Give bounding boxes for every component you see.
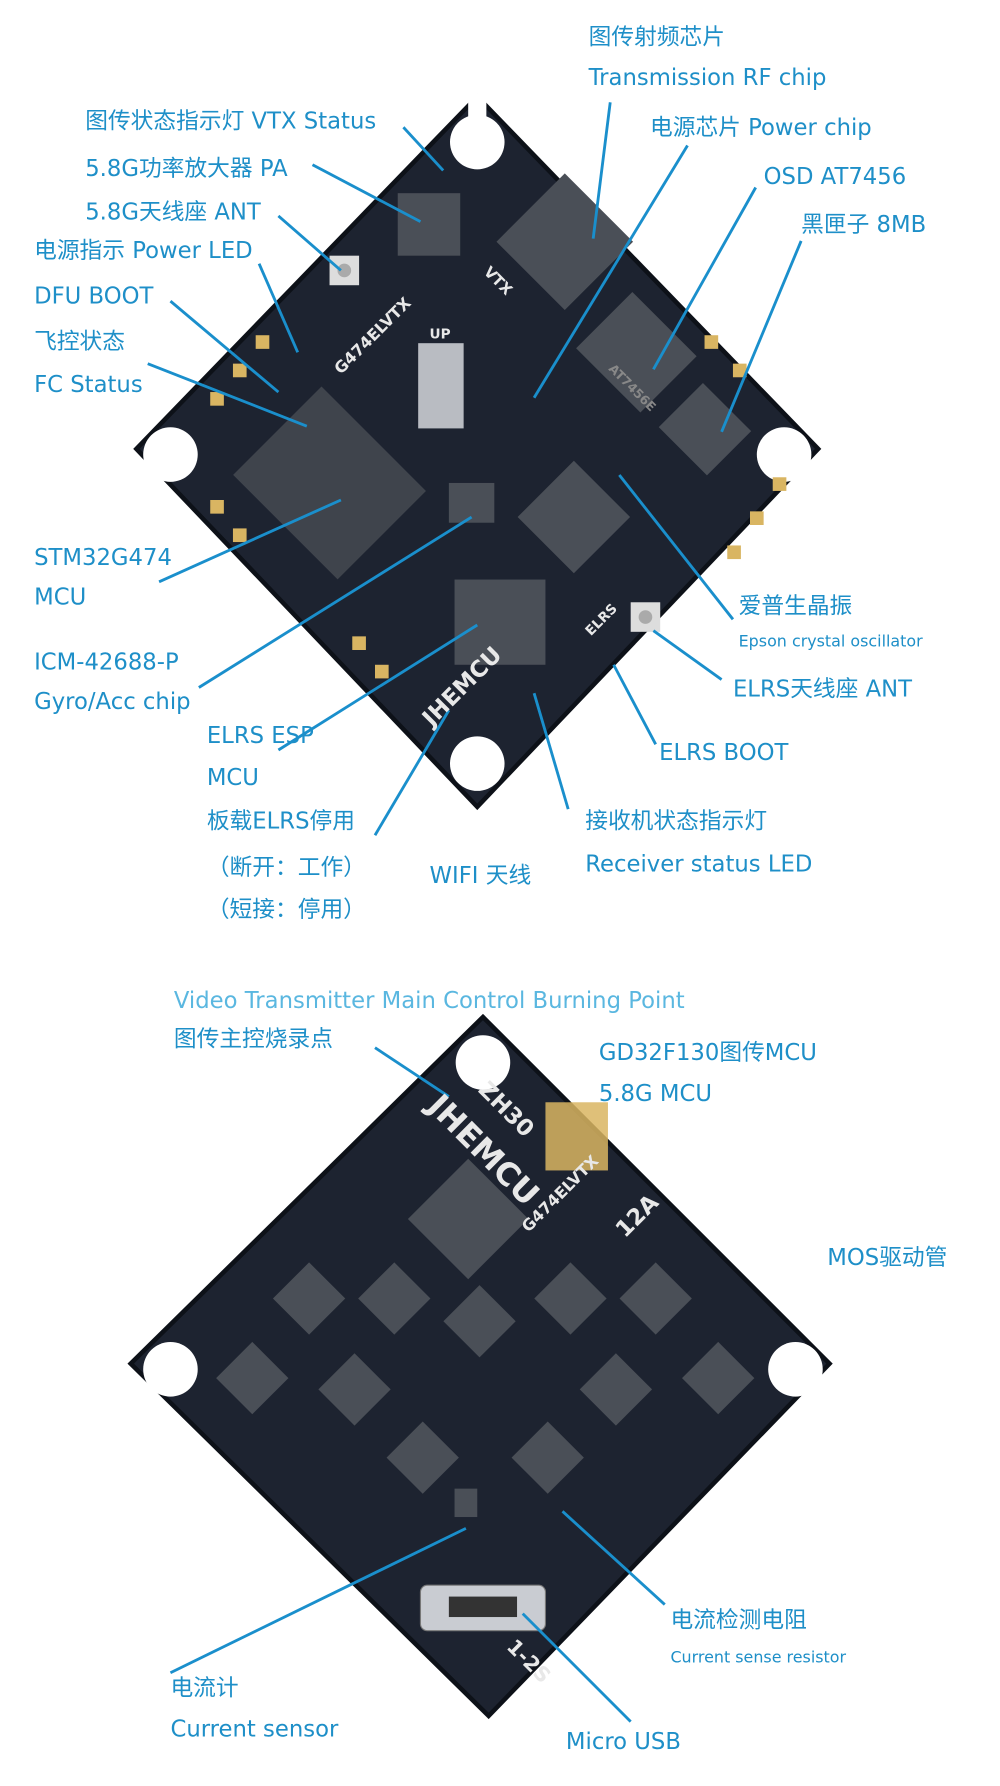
label-current-meter-en: Current sensor (170, 1714, 339, 1743)
silk-up: UP (430, 327, 451, 343)
label-vtx-status: 图传状态指示灯 VTX Status (85, 106, 377, 135)
label-gyro: Gyro/Acc chip (34, 687, 191, 715)
label-mcu-name: STM32G474 (34, 543, 172, 571)
label-rf-chip-en: Transmission RF chip (588, 63, 827, 91)
label-vtx-mcu-cn: GD32F130图传MCU (598, 1038, 817, 1066)
label-burn-point-en: Video Transmitter Main Control Burning P… (173, 986, 685, 1014)
label-elrs-boot: ELRS BOOT (659, 738, 789, 766)
label-open-state: （断开：工作） (206, 853, 366, 881)
label-mos: MOS驱动管 (827, 1243, 948, 1271)
label-mcu: MCU (34, 582, 87, 611)
label-power-led: 电源指示 Power LED (34, 236, 253, 264)
label-sense-res-cn: 电流检测电阻 (670, 1605, 807, 1633)
label-sense-res-en: Current sense resistor (670, 1648, 847, 1668)
label-rf-chip-cn: 图传射频芯片 (588, 22, 725, 50)
top-board (133, 93, 822, 811)
label-rx-led-en: Receiver status LED (585, 849, 813, 878)
bottom-board (127, 1013, 833, 1720)
label-fc-status-en: FC Status (34, 370, 143, 398)
label-blackbox: 黑匣子 8MB (801, 210, 927, 238)
label-gyro-name: ICM-42688-P (34, 647, 179, 675)
label-vtx-mcu-en: 5.8G MCU (598, 1079, 712, 1107)
label-rx-led-cn: 接收机状态指示灯 (585, 806, 768, 835)
label-osd: OSD AT7456 (763, 162, 907, 190)
leader-lines (147, 102, 803, 1723)
label-elrs-mcu: MCU (206, 763, 259, 791)
label-power-chip: 电源芯片 Power chip (649, 113, 872, 141)
label-current-meter-cn: 电流计 (170, 1673, 239, 1702)
label-fc-status-cn: 飞控状态 (34, 327, 125, 355)
label-vtx-ant: 5.8G天线座 ANT (85, 197, 261, 225)
label-elrs-esp: ELRS ESP (206, 721, 314, 749)
label-short-state: （短接：停用） (206, 895, 366, 923)
top-board-components (210, 173, 787, 679)
label-wifi: WIFI 天线 (429, 861, 532, 889)
label-pa: 5.8G功率放大器 PA (85, 154, 288, 182)
label-onboard-elrs: 板载ELRS停用 (206, 806, 355, 835)
label-crystal-en: Epson crystal oscillator (738, 632, 923, 652)
label-burn-point-cn: 图传主控烧录点 (173, 1024, 333, 1053)
label-usb: Micro USB (565, 1727, 681, 1755)
label-elrs-ant: ELRS天线座 ANT (732, 674, 913, 703)
label-crystal-cn: 爱普生晶振 (738, 592, 853, 620)
label-dfu-boot: DFU BOOT (34, 281, 154, 310)
